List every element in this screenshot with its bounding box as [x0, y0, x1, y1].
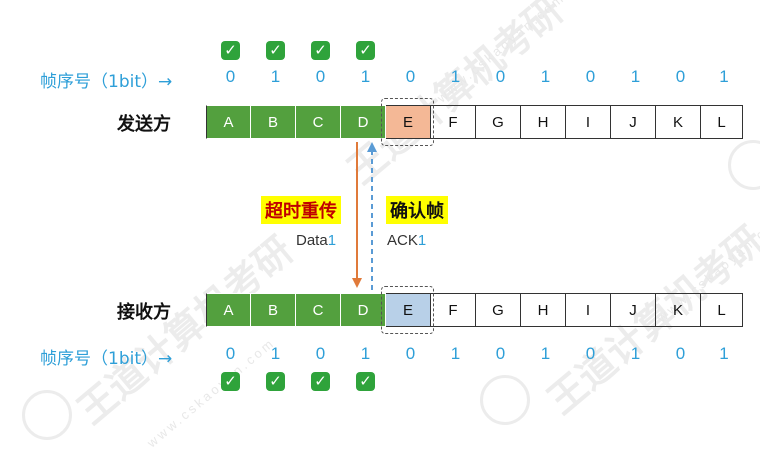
receiver-seq-num: 0 [585, 344, 596, 363]
data-arrow [352, 142, 362, 288]
sender-checkmark-icon [311, 41, 330, 60]
receiver-title: 接收方 [117, 302, 171, 323]
receiver-seq-num: 0 [495, 344, 506, 363]
sender-frame-e: E [386, 105, 431, 139]
receiver-seq-num: 0 [315, 344, 326, 363]
receiver-checkmark-icon [221, 372, 240, 391]
sender-frame-b: B [251, 105, 296, 139]
sender-seq-num: 1 [719, 67, 729, 86]
sender-checkmark-icon [356, 41, 375, 60]
sender-seq-num: 0 [675, 67, 686, 86]
sender-seq-num: 0 [315, 67, 326, 86]
sender-frame-g: G [476, 105, 521, 139]
timeout-retransmit-label: 超时重传 [261, 196, 341, 224]
sender-window-box [381, 98, 434, 146]
sender-seq-num: 1 [450, 67, 461, 86]
sender-seq-num: 1 [630, 67, 641, 86]
receiver-frame-h: H [521, 293, 566, 327]
receiver-seq-num: 1 [630, 344, 641, 363]
receiver-frame-l: L [701, 293, 743, 327]
receiver-frame-c: C [296, 293, 341, 327]
receiver-seq-num: 0 [675, 344, 686, 363]
ack-seq-num: 1 [417, 232, 427, 249]
receiver-frame-d: D [341, 293, 386, 327]
sender-seq-num: 1 [540, 67, 551, 86]
sender-seq-num: 1 [360, 67, 371, 86]
receiver-checkmark-icon [311, 372, 330, 391]
receiver-seq-num: 1 [270, 344, 281, 363]
sender-frame-i: I [566, 105, 611, 139]
ack-arrow [367, 142, 377, 290]
data-message: Data1 [296, 232, 336, 249]
receiver-frame-e: E [386, 293, 431, 327]
sender-frame-k: K [656, 105, 701, 139]
data-seq-num: 1 [327, 232, 337, 249]
sender-frame-a: A [206, 105, 251, 139]
receiver-window-box [381, 286, 434, 334]
receiver-seq-num: 0 [405, 344, 416, 363]
watermark-seal [480, 375, 530, 425]
ack-frame-label: 确认帧 [386, 196, 448, 224]
watermark-seal [22, 390, 72, 440]
sender-frame-l: L [701, 105, 743, 139]
sender-seq-num: 0 [225, 67, 236, 86]
receiver-checkmark-icon [266, 372, 285, 391]
receiver-frame-f: F [431, 293, 476, 327]
sender-seq-num: 1 [270, 67, 281, 86]
receiver-seq-num: 0 [225, 344, 236, 363]
watermark-seal [728, 140, 760, 190]
receiver-seq-label: 帧序号（1bit）→ [40, 349, 173, 369]
sender-frame-h: H [521, 105, 566, 139]
receiver-frame-g: G [476, 293, 521, 327]
receiver-seq-num: 1 [540, 344, 551, 363]
receiver-frame-j: J [611, 293, 656, 327]
sender-frame-f: F [431, 105, 476, 139]
receiver-seq-num: 1 [719, 344, 729, 363]
sender-checkmark-icon [221, 41, 240, 60]
data-msg-text: Data [296, 232, 328, 249]
sender-seq-label: 帧序号（1bit）→ [40, 72, 173, 92]
receiver-frame-k: K [656, 293, 701, 327]
ack-msg-text: ACK [387, 232, 418, 249]
receiver-seq-num: 1 [360, 344, 371, 363]
receiver-frame-a: A [206, 293, 251, 327]
receiver-frame-b: B [251, 293, 296, 327]
receiver-frame-i: I [566, 293, 611, 327]
sender-seq-num: 0 [585, 67, 596, 86]
sender-checkmark-icon [266, 41, 285, 60]
sender-frame-c: C [296, 105, 341, 139]
sender-title: 发送方 [117, 114, 171, 135]
receiver-checkmark-icon [356, 372, 375, 391]
sender-frame-j: J [611, 105, 656, 139]
sender-frame-d: D [341, 105, 386, 139]
ack-message: ACK1 [387, 232, 426, 249]
sender-seq-num: 0 [405, 67, 416, 86]
sender-seq-num: 0 [495, 67, 506, 86]
receiver-seq-num: 1 [450, 344, 461, 363]
